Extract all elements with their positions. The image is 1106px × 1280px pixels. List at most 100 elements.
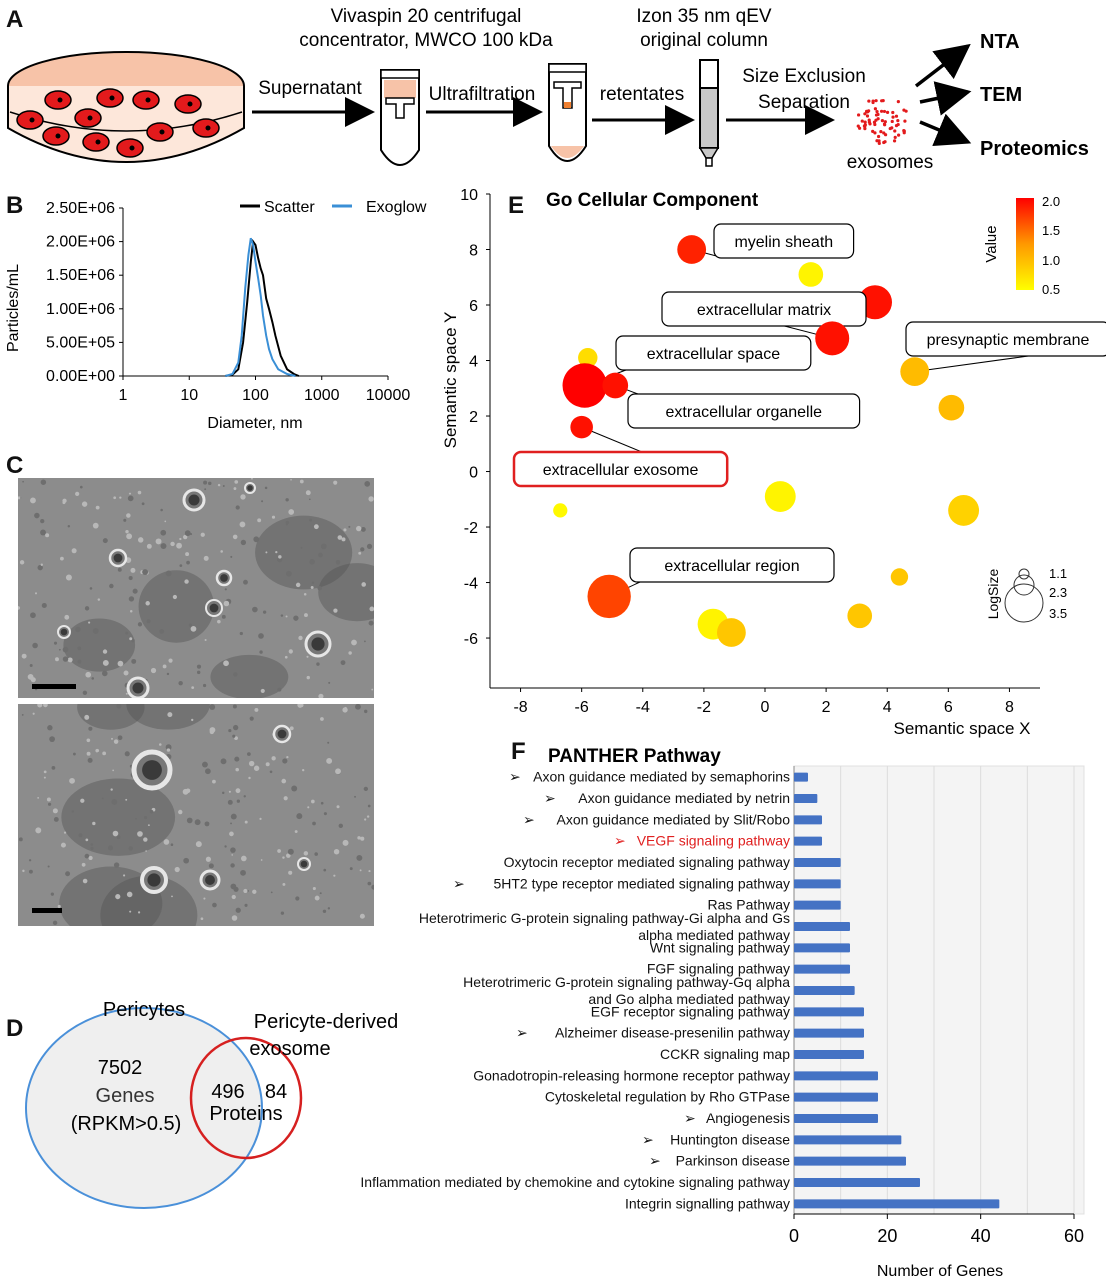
- tem-particle: [47, 802, 52, 806]
- tem-particle: [137, 911, 141, 914]
- cell-nucleus: [129, 145, 135, 151]
- bar-label: Axon guidance mediated by semaphorins: [533, 769, 790, 785]
- tem-particle: [21, 714, 24, 716]
- tem-particle: [243, 579, 248, 585]
- tem-particle: [65, 574, 72, 581]
- bar: [794, 794, 818, 803]
- column-label-line2: original column: [640, 30, 768, 51]
- bubble: [716, 618, 746, 647]
- tem-particle: [53, 641, 58, 645]
- tem-particle: [305, 490, 311, 496]
- tem-particle: [186, 560, 190, 565]
- bubble: [890, 568, 909, 586]
- tem-particle: [203, 897, 206, 900]
- exosome-dot: [874, 113, 879, 117]
- arrow-tem: [919, 81, 972, 116]
- tem-particle: [291, 785, 298, 792]
- bubble: [948, 494, 980, 526]
- tem-particle: [261, 500, 264, 503]
- tem-particle: [309, 559, 315, 565]
- tem-particle: [310, 585, 314, 589]
- tem-particle: [248, 776, 251, 780]
- tem-particle: [174, 866, 180, 873]
- venn-overlap-desc: Proteins: [209, 1103, 282, 1125]
- bar-label: Wnt signaling pathway: [650, 939, 790, 955]
- bubble-label-box: [905, 321, 1106, 357]
- bubble: [602, 372, 629, 399]
- tem-particle: [178, 680, 183, 686]
- tem-particle: [282, 758, 288, 764]
- tem-vesicle-core: [277, 729, 287, 739]
- tem-particle: [212, 902, 217, 908]
- step-size-exclusion-line2: Separation: [758, 92, 850, 113]
- y-tick-label: 2.00E+06: [46, 234, 115, 251]
- column-label-line1: Izon 35 nm qEV: [636, 6, 772, 27]
- tem-particle: [184, 579, 189, 584]
- tem-particle: [337, 535, 343, 540]
- tem-particle: [178, 809, 183, 815]
- tem-particle: [230, 847, 236, 853]
- venn-circle-pericytes: [25, 1007, 263, 1209]
- tem-particle: [81, 501, 88, 507]
- colorbar-tick-2: 2.0: [1042, 194, 1060, 209]
- tem-particle: [327, 907, 331, 910]
- bar-label: Angiogenesis: [706, 1110, 790, 1126]
- tem-particle: [183, 534, 188, 540]
- colorbar-tick-1: 1.0: [1042, 253, 1060, 268]
- tem-particle: [285, 615, 288, 618]
- exosome-dot: [894, 114, 899, 118]
- exosome-dot: [863, 120, 867, 124]
- bubble: [578, 348, 598, 368]
- tem-particle: [317, 586, 322, 591]
- tem-particle: [137, 490, 142, 495]
- legend-scatter: Scatter: [264, 199, 315, 216]
- exosome-dot: [873, 107, 878, 111]
- tem-particle: [52, 808, 58, 814]
- tem-particle: [316, 662, 320, 666]
- tem-particle: [364, 640, 366, 643]
- tem-dark-region: [126, 704, 210, 730]
- tem-particle: [234, 756, 240, 762]
- tem-particle: [131, 638, 135, 643]
- bubble: [677, 235, 707, 264]
- tem-vesicle-core: [220, 574, 228, 582]
- tem-particle: [220, 550, 223, 553]
- exosome-dot: [875, 109, 879, 114]
- tem-particle: [182, 788, 189, 795]
- tem-particle: [95, 748, 100, 753]
- tem-particle: [18, 606, 21, 610]
- tem-particle: [283, 796, 288, 801]
- x-tick-label: 100: [242, 387, 269, 404]
- tem-particle: [306, 655, 309, 658]
- tem-particle: [320, 543, 327, 550]
- tem-particle: [286, 853, 291, 858]
- tem-particle: [101, 797, 104, 800]
- tem-particle: [288, 509, 295, 515]
- tem-particle: [227, 799, 233, 805]
- tem-particle: [358, 551, 362, 555]
- exosome-dot: [863, 123, 867, 127]
- tem-particle: [338, 823, 344, 829]
- bubble-label-box: [615, 335, 812, 371]
- x-tick-label: 60: [1064, 1226, 1084, 1246]
- y-tick-label: 4: [469, 354, 478, 371]
- tem-particle: [230, 822, 232, 825]
- tem-particle: [129, 609, 133, 613]
- tem-particle: [271, 756, 276, 761]
- tem-particle: [360, 527, 366, 532]
- output-tem: TEM: [980, 84, 1022, 106]
- bar: [794, 1156, 906, 1166]
- exosome-dot: [883, 140, 887, 144]
- tem-particle: [102, 670, 108, 677]
- tem-particle: [307, 806, 310, 809]
- tem-particle: [162, 664, 167, 669]
- chart-e-y-label: Semantic space Y: [441, 312, 460, 449]
- exosome-dot: [888, 126, 892, 131]
- tem-particle: [113, 496, 117, 500]
- exosome-dot: [873, 131, 877, 135]
- tem-particle: [309, 518, 313, 522]
- tem-particle: [209, 729, 215, 735]
- tem-particle: [277, 557, 283, 563]
- tem-particle: [97, 598, 101, 601]
- x-tick-label: -4: [636, 699, 650, 716]
